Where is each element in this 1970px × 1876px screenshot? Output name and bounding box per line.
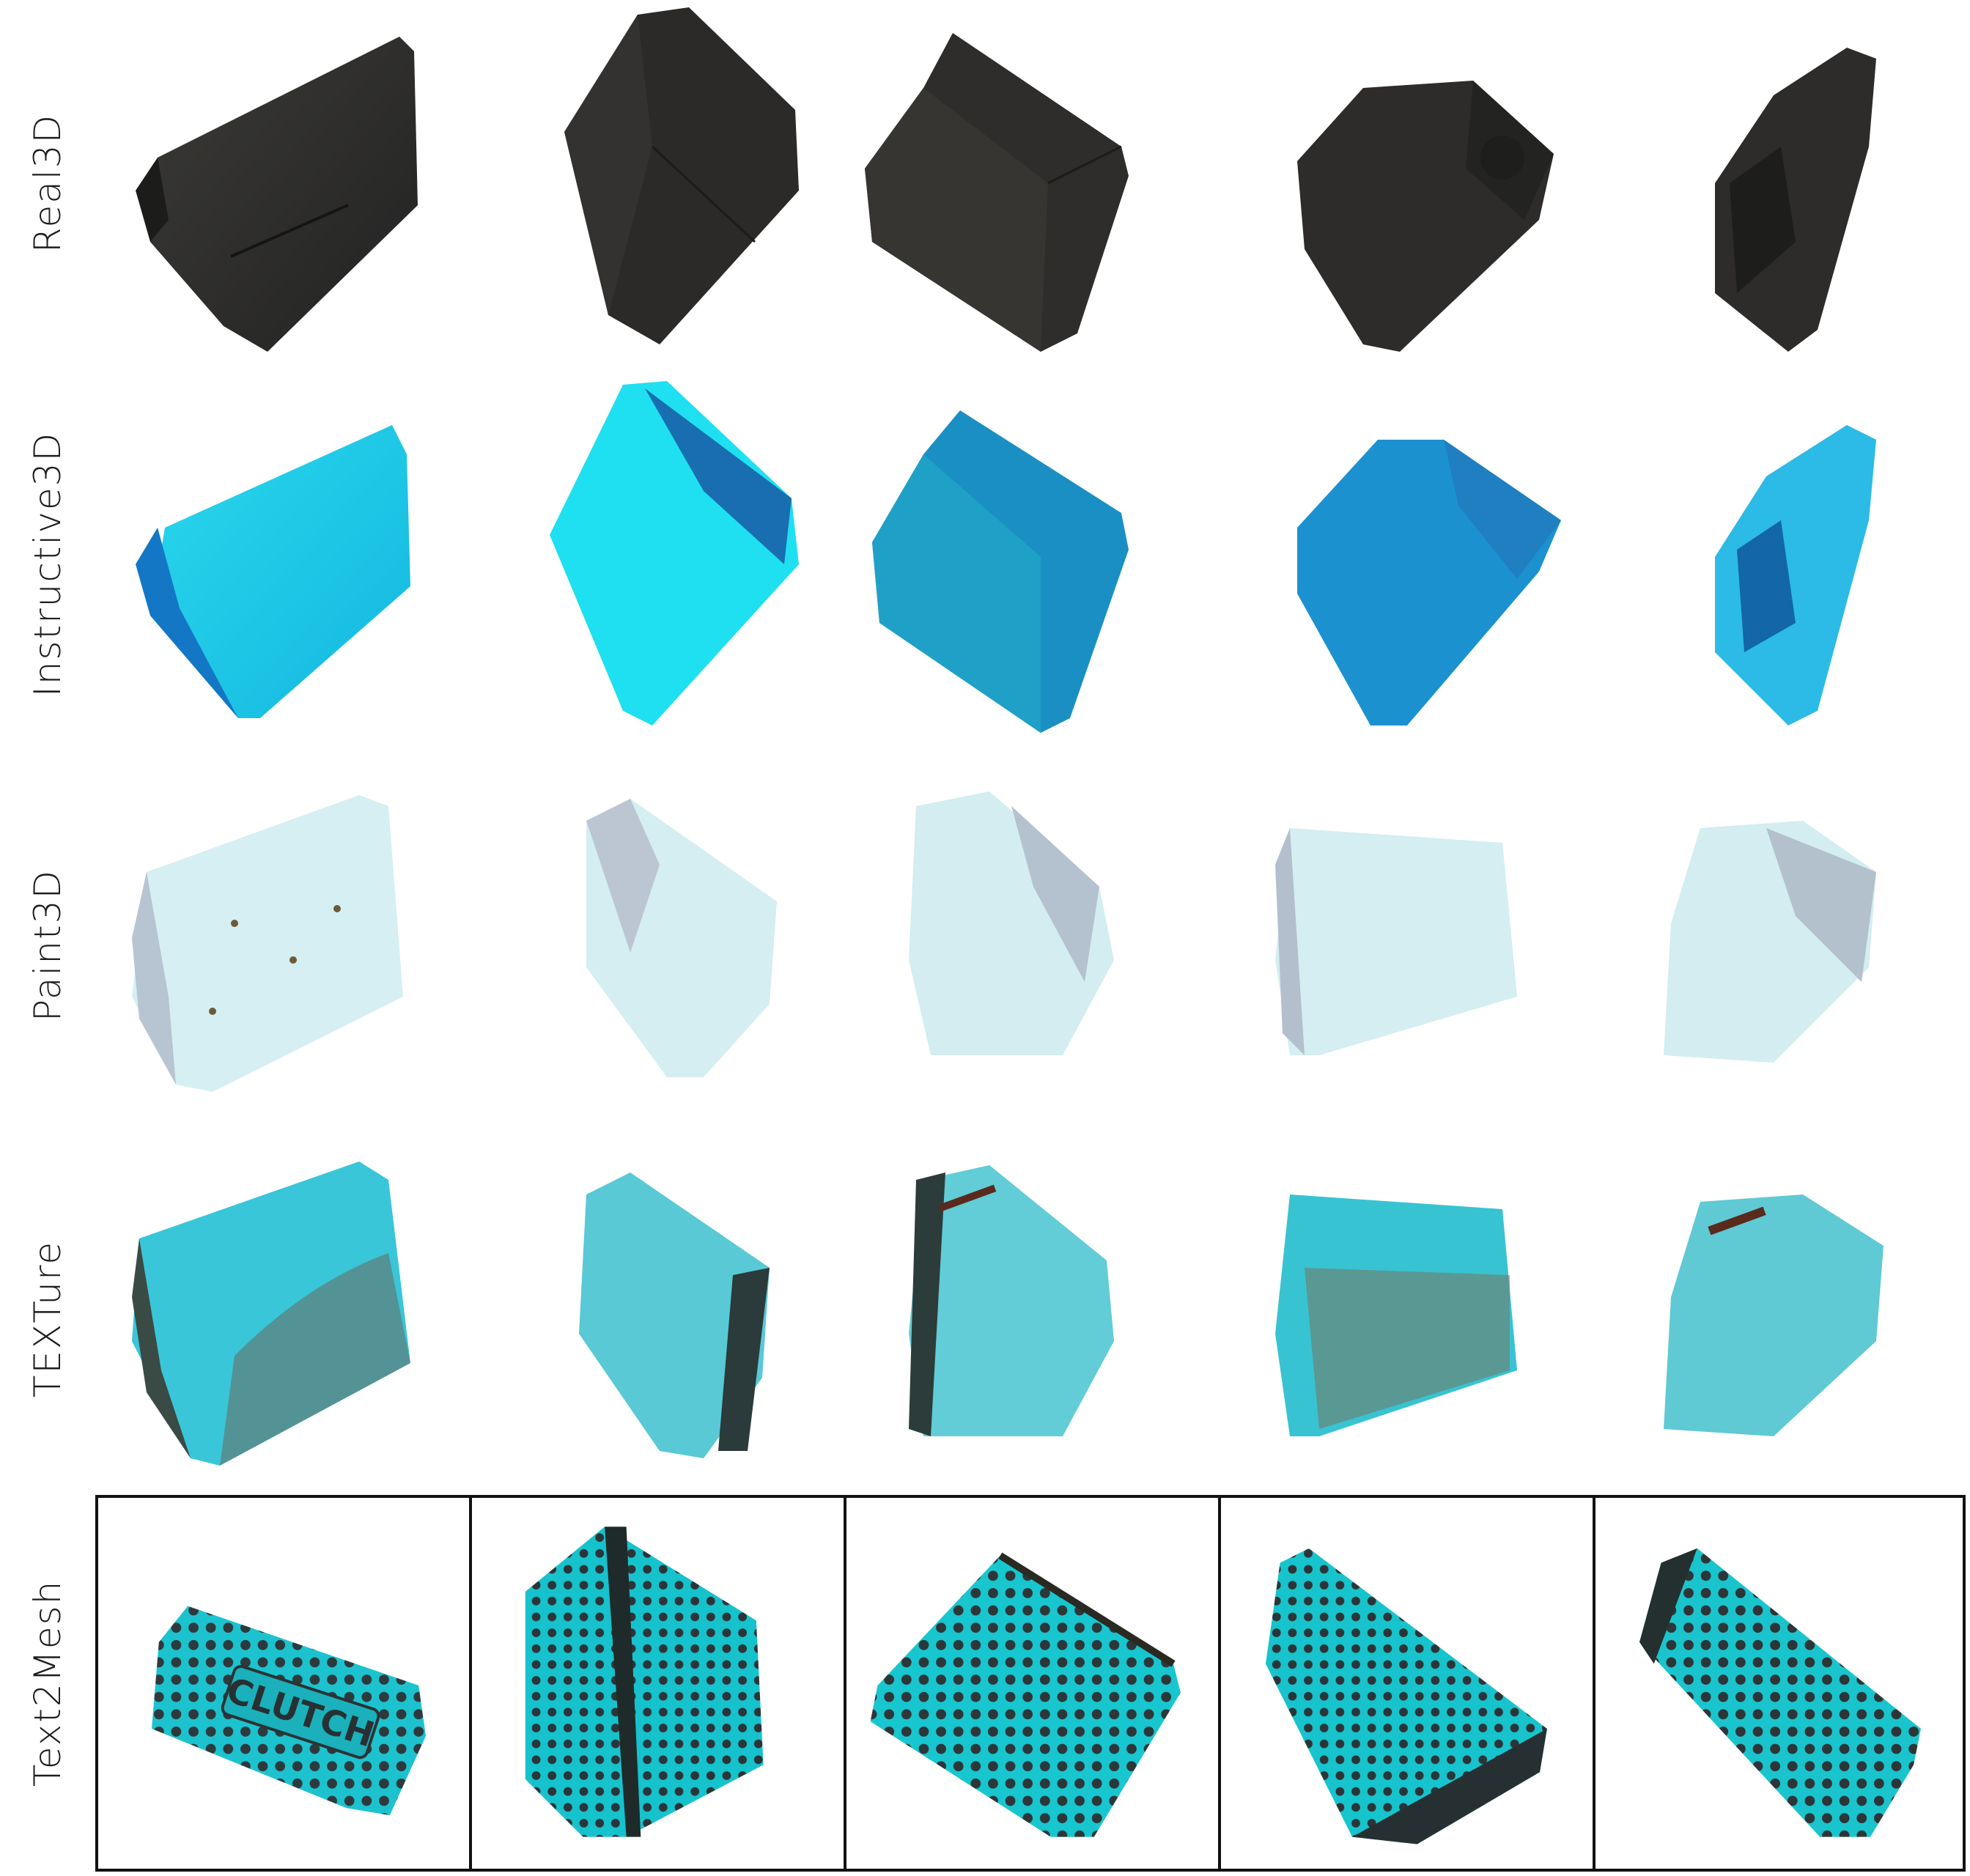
row-instructive3d: Instructive3D: [0, 374, 1970, 755]
row-label-instructive3d: Instructive3D: [0, 374, 95, 755]
render-real3d-view-4: [1283, 0, 1561, 366]
row-label-paint3d: Paint3D: [0, 777, 95, 1114]
row-real3d: Real3D: [0, 0, 1970, 366]
render-instructive3d-view-1: [128, 374, 421, 755]
render-paint3d-view-5: [1656, 777, 1891, 1114]
render-real3d-view-5: [1686, 0, 1891, 366]
render-paint3d-view-3: [901, 777, 1129, 1114]
text2mesh-frame: CLUTCH: [95, 1495, 1966, 1872]
render-paint3d-view-2: [572, 777, 792, 1114]
row-texture: TEXTure: [0, 1151, 1970, 1488]
row-label-text: Paint3D: [26, 868, 69, 1022]
frame-divider: [469, 1498, 472, 1869]
frame-divider: [1593, 1498, 1595, 1869]
render-paint3d-view-4: [1261, 777, 1524, 1114]
render-text2mesh-view-3: [860, 1498, 1212, 1869]
render-text2mesh-view-5: [1608, 1498, 1952, 1869]
render-instructive3d-view-5: [1686, 374, 1891, 755]
row-paint3d: Paint3D: [0, 777, 1970, 1114]
render-texture-view-4: [1261, 1151, 1524, 1488]
row-label-texture: TEXTure: [0, 1151, 95, 1488]
render-real3d-view-3: [857, 0, 1151, 366]
render-texture-view-5: [1656, 1151, 1891, 1488]
row-label-text: Text2Mesh: [26, 1579, 69, 1787]
row-label-real3d: Real3D: [0, 0, 95, 366]
row-label-text2mesh: Text2Mesh: [0, 1495, 95, 1872]
render-real3d-view-1: [128, 0, 436, 366]
frame-divider: [1218, 1498, 1221, 1869]
render-paint3d-view-1: [125, 777, 418, 1114]
row-label-text: Real3D: [26, 113, 69, 254]
render-texture-view-3: [901, 1151, 1129, 1488]
render-instructive3d-view-3: [865, 374, 1158, 755]
render-instructive3d-view-4: [1283, 374, 1576, 755]
render-text2mesh-view-2: [494, 1498, 816, 1869]
render-text2mesh-view-1: CLUTCH: [113, 1498, 465, 1869]
render-texture-view-2: [572, 1151, 784, 1488]
render-instructive3d-view-2: [535, 374, 821, 755]
render-texture-view-1: [125, 1151, 425, 1488]
frame-divider: [844, 1498, 846, 1869]
row-label-text: Instructive3D: [26, 432, 69, 697]
row-label-text: TEXTure: [26, 1240, 69, 1398]
render-real3d-view-2: [535, 0, 814, 366]
render-text2mesh-view-4: [1234, 1498, 1571, 1869]
